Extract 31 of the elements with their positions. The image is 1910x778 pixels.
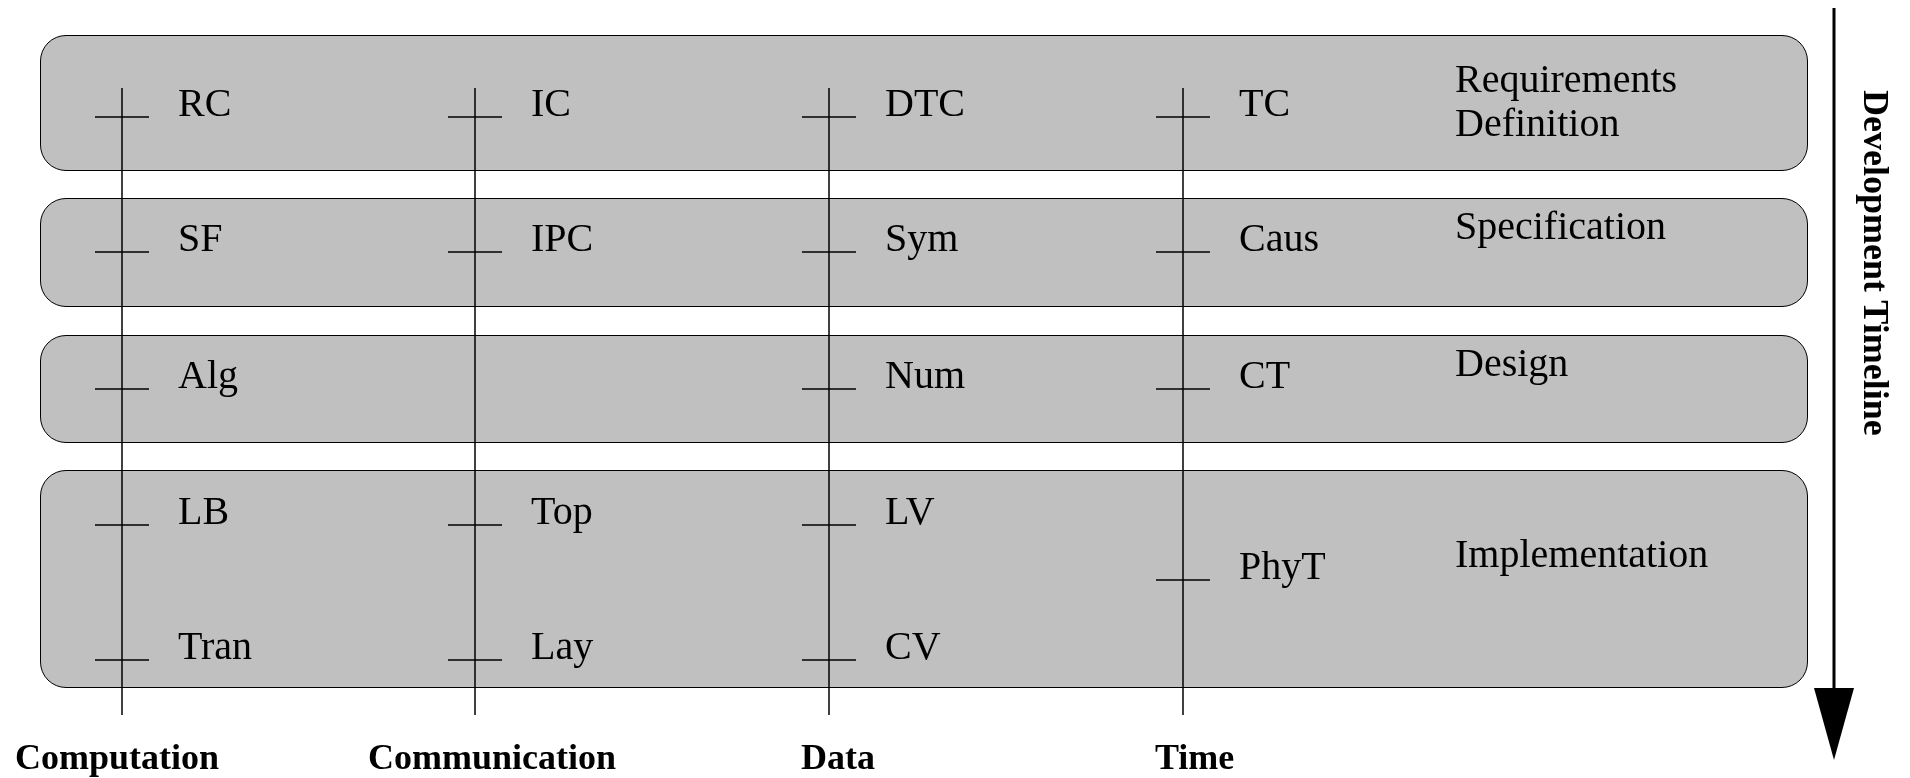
concept-label: SF [178, 216, 223, 260]
phase-label: Design [1455, 341, 1570, 385]
phase-band [40, 335, 1808, 443]
concept-label: Num [885, 353, 965, 397]
concept-label: IC [531, 81, 571, 125]
concept-label: RC [178, 81, 232, 125]
concept-label: TC [1239, 81, 1291, 125]
concept-label: Alg [178, 353, 238, 397]
axis-label: Time [1155, 736, 1235, 778]
concept-label: DTC [885, 81, 965, 125]
phase-label: Specification [1455, 204, 1668, 248]
concept-label: Tran [178, 624, 253, 668]
concept-label: IPC [531, 216, 594, 260]
phase-band [40, 470, 1808, 688]
concept-label: LV [885, 489, 935, 533]
phase-band [40, 198, 1808, 307]
concept-label: Top [531, 489, 593, 533]
concept-label: Lay [531, 624, 594, 668]
phase-band [40, 35, 1808, 171]
concept-label: PhyT [1239, 544, 1326, 588]
phase-label: Implementation [1455, 532, 1710, 576]
phase-label: Requirements Definition [1455, 57, 1679, 145]
concept-label: CT [1239, 353, 1291, 397]
timeline-label: Development Timeline [1855, 90, 1897, 436]
axis-label: Computation [15, 736, 220, 778]
axis-label: Communication [368, 736, 616, 778]
concept-label: Caus [1239, 216, 1319, 260]
concept-label: Sym [885, 216, 959, 260]
concept-label: CV [885, 624, 941, 668]
concept-label: LB [178, 489, 230, 533]
axis-label: Data [801, 736, 875, 778]
